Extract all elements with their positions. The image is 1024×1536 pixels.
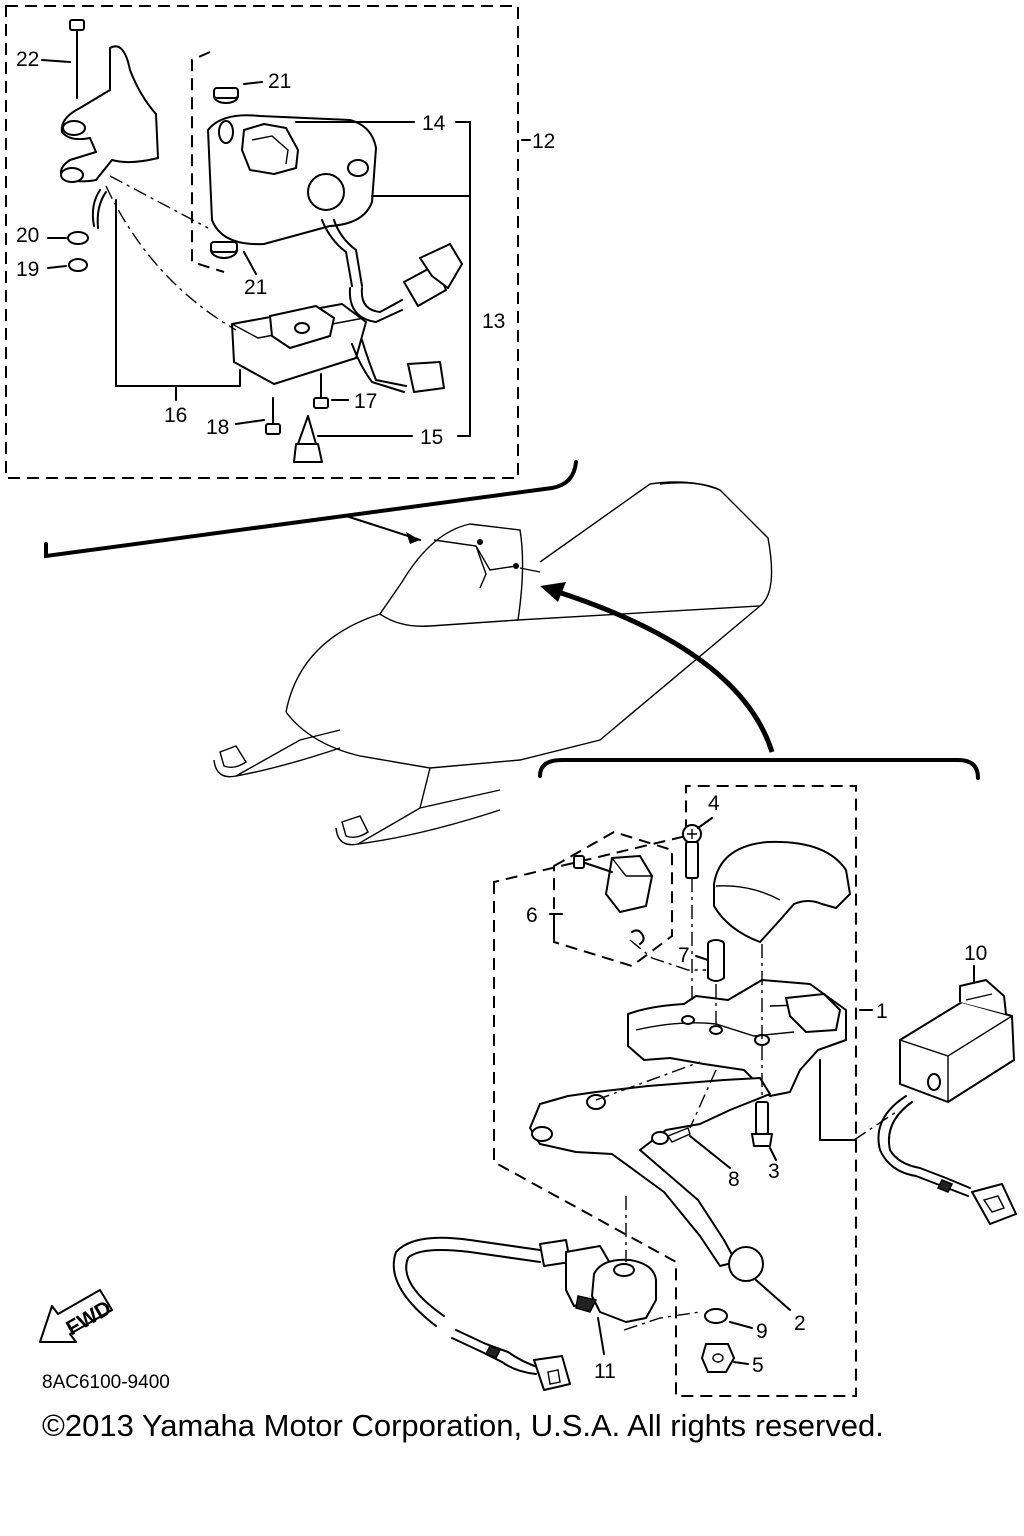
callout-13: 13 — [482, 310, 505, 333]
top-inset: 22 21 21 20 19 14 12 13 17 15 16 18 — [5, 5, 555, 479]
callout-14: 14 — [422, 112, 446, 135]
kit-6 — [573, 855, 653, 945]
callout-17: 17 — [354, 390, 377, 413]
fwd-arrow-icon: FWD — [39, 1289, 115, 1343]
throttle-housing-14 — [207, 114, 377, 287]
callout-9: 9 — [756, 1320, 768, 1343]
callout-11: 11 — [594, 1360, 616, 1383]
sensor-unit-10 — [877, 979, 1017, 1225]
callout-15: 15 — [420, 426, 443, 449]
callout-21: 21 — [244, 276, 267, 299]
callout-10: 10 — [964, 942, 987, 965]
snowmobile-outline — [213, 481, 773, 846]
bottom-assembly-lines — [595, 878, 897, 1331]
grommet-bracket-line — [191, 51, 225, 273]
bottom-inset-border — [493, 785, 857, 1397]
callout-12: 12 — [532, 130, 555, 153]
nut-5 — [701, 1343, 735, 1373]
callout-5: 5 — [752, 1354, 764, 1377]
callout-1: 1 — [876, 1000, 888, 1023]
lock-washer-19 — [68, 258, 88, 272]
screw-17 — [313, 373, 329, 409]
screw-18 — [265, 397, 281, 435]
knob-15 — [293, 415, 323, 463]
callout-22: 22 — [16, 48, 39, 71]
callout-18: 18 — [206, 416, 229, 439]
callout-20: 20 — [16, 224, 39, 247]
callout-16: 16 — [164, 404, 187, 427]
top-pointer-arrowhead — [406, 532, 420, 544]
top-leader-lines — [41, 59, 531, 437]
throttle-switch-11 — [392, 1236, 657, 1327]
washer-20 — [67, 231, 89, 245]
grommet-21-bottom — [210, 241, 238, 259]
copyright-notice: ©2013 Yamaha Motor Corporation, U.S.A. A… — [42, 1408, 884, 1443]
top-inset-border — [5, 5, 519, 479]
callout-7: 7 — [678, 944, 690, 967]
wire-harness-13 — [348, 243, 463, 323]
callout-2: 2 — [794, 1312, 806, 1335]
drawing-code: 8AC6100-9400 — [42, 1372, 170, 1393]
lever-cover — [713, 840, 851, 943]
bottom-leader-lines — [549, 817, 975, 1365]
callout-3: 3 — [768, 1160, 780, 1183]
collar-7 — [707, 939, 725, 982]
mount-bracket — [60, 45, 159, 229]
bolt-4 — [682, 824, 702, 879]
screw-8 — [651, 1127, 691, 1145]
callout-4: 4 — [708, 792, 720, 815]
callout-6: 6 — [526, 904, 538, 927]
top-inset-pointer-bracket — [44, 460, 578, 559]
switch-plate-16 — [231, 303, 445, 393]
bottom-pointer-arrow — [551, 587, 775, 753]
washer-9 — [704, 1308, 728, 1324]
callout-21: 21 — [268, 70, 291, 93]
lever-bracket-1 — [627, 979, 847, 1097]
callout-8: 8 — [728, 1168, 740, 1191]
bolt-3 — [751, 1101, 773, 1147]
bottom-pointer-arrowhead — [540, 582, 566, 602]
bottom-inset: FWD — [39, 785, 1017, 1397]
callout-19: 19 — [16, 258, 39, 281]
switch-wire-connector — [451, 1329, 571, 1391]
grommet-21-top — [213, 87, 239, 104]
bottom-inset-bracket — [538, 758, 980, 780]
bolt-22 — [69, 19, 85, 99]
